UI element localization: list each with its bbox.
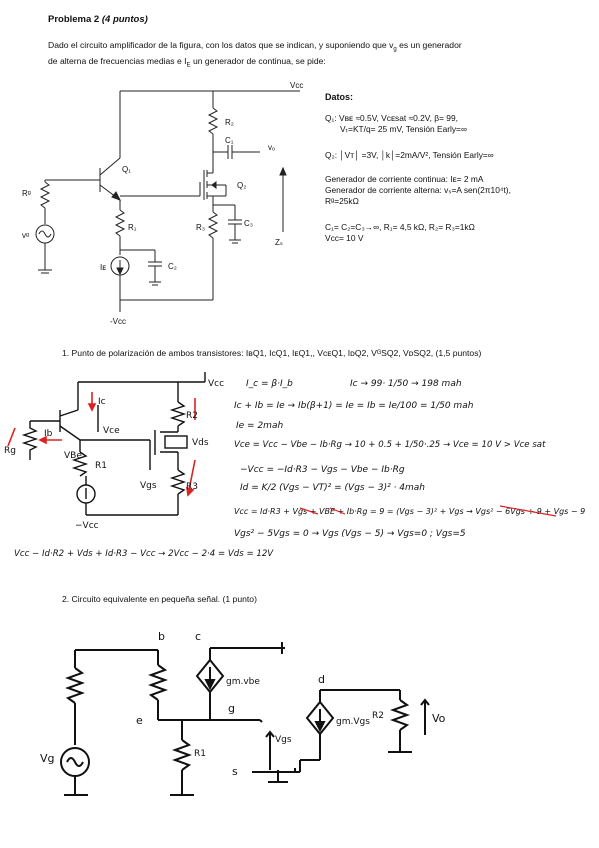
- ss-node-d: d: [318, 673, 325, 686]
- eq-ic-beta-ib: I_c = β·I_b: [246, 379, 293, 389]
- title-main: Problema 2: [48, 14, 100, 25]
- datos-gen-ac: Generador de corriente alterna: vₛ=A sen…: [325, 185, 511, 195]
- sketch-vgs: Vgs: [140, 481, 157, 491]
- intro-sub-g: g: [393, 46, 397, 53]
- label-r1: R₁: [128, 223, 137, 232]
- label-vg: vᵍ: [22, 231, 29, 240]
- ss-gm-vgs: gm.Vgs: [336, 717, 370, 727]
- eq-ic-value: Ic → 99· 1/50 → 198 mah: [350, 379, 462, 389]
- intro-line1: Dado el circuito amplificador de la figu…: [48, 40, 394, 50]
- eq-vce: Vce = Vcc − Vbe − Ib·Rg → 10 + 0.5 + 1/5…: [234, 440, 546, 450]
- datos-heading: Datos:: [325, 92, 354, 102]
- label-q1: Q₁: [122, 165, 131, 174]
- eq-id: Id = K/2 (Vgs − VT)² = (Vgs − 3)² · 4mah: [240, 483, 425, 493]
- label-r2: R₂: [225, 118, 234, 127]
- label-ie: Iᴇ: [100, 263, 106, 272]
- sketch-r3: R3: [186, 482, 198, 492]
- ss-r1: R1: [194, 749, 206, 759]
- ss-vo: Vo: [432, 712, 446, 725]
- ss-node-e: e: [136, 714, 143, 727]
- sketch-minus-vcc: −Vcc: [75, 521, 99, 531]
- sketch-r1: R1: [95, 461, 107, 471]
- eq-vcc-sum: Vcc = Id·R3 + Vgs + VBE + Ib·Rg = 9 = (V…: [234, 507, 585, 516]
- ss-node-c: c: [195, 630, 201, 643]
- ss-r2: R2: [372, 711, 384, 721]
- sketch-vds: Vds: [192, 438, 209, 448]
- intro-sub-e: E: [186, 62, 191, 69]
- circuit-labels: Vᴄᴄ R₂ C₁ vₒ Q₁ Q₂ Rᵍ vᵍ R₁ R₃ C₃ Zₛ Iᴇ …: [22, 81, 303, 326]
- label-c2: C₂: [168, 262, 177, 271]
- eq-minus-vcc: −Vcc = −Id·R3 − Vgs − Vbe − Ib·Rg: [240, 465, 405, 475]
- label-q2: Q₂: [237, 181, 246, 190]
- sketch-rg: Rg: [4, 446, 16, 456]
- problem-statement: Dado el circuito amplificador de la figu…: [48, 40, 558, 71]
- ss-node-s: s: [232, 765, 238, 778]
- handwritten-strikes: [299, 505, 557, 517]
- eq-ie: Ie = 2mah: [236, 421, 283, 431]
- sketch-vcc: Vcc: [208, 379, 224, 389]
- label-c1: C₁: [225, 136, 234, 145]
- ss-node-b: b: [158, 630, 165, 643]
- datos-q1-line2: Vₜ=KT/q= 25 mV, Tensión Early=∞: [340, 124, 467, 134]
- small-signal-circuit: [60, 642, 430, 796]
- sketch-vbe: VBe: [64, 451, 82, 461]
- eq-ic-ib-ie: Ic + Ib = Ie → Ib(β+1) = Ie = Ib = Ie/10…: [234, 401, 474, 411]
- datos-rg: Rᵍ=25kΩ: [325, 196, 359, 206]
- handwritten-equations: I_c = β·I_b Ic → 99· 1/50 → 198 mah Ic +…: [14, 379, 585, 559]
- intro-line2b: un generador de continua, se pide:: [190, 55, 326, 66]
- title-points: (4 puntos): [101, 14, 148, 25]
- eq-vds: Vcc − Id·R2 + Vds + Id·R3 − Vcc → 2Vcc −…: [14, 549, 274, 559]
- sketch-vce: Vce: [103, 426, 120, 436]
- sketch-ic: Ic: [98, 397, 106, 407]
- sketch-ib: Ib: [44, 429, 53, 439]
- label-zs: Zₛ: [275, 238, 283, 247]
- label-minus-vcc: -Vᴄᴄ: [110, 317, 126, 326]
- datos-vcc: Vᴄᴄ= 10 V: [325, 233, 364, 243]
- datos-components: C₁= C₂=C₃→∞, R₁= 4,5 kΩ, R₂= R₃=1kΩ: [325, 222, 475, 232]
- intro-line1b: es un generador: [396, 40, 462, 50]
- ss-vg: Vg: [40, 752, 55, 765]
- label-vo: vₒ: [268, 143, 275, 152]
- intro-line2a: de alterna de frecuencias medias e I: [48, 55, 187, 66]
- eq-quadratic: Vgs² − 5Vgs = 0 → Vgs (Vgs − 5) → Vgs=0 …: [234, 529, 466, 539]
- label-rg: Rᵍ: [22, 189, 31, 198]
- datos-q2: Q₂: │Vᴛ│ =3V, │k│=2mA/V², Tensión Early=…: [325, 150, 494, 160]
- small-signal-labels: b c e g s d gm.vbe gm.Vgs Vgs Vg R1 R2 V…: [40, 630, 446, 778]
- ss-gm-vbe: gm.vbe: [226, 677, 260, 687]
- sketch-labels: Vcc Ic Ib Vce VBe Rg R1 R2 R3 Vds Vgs −V…: [4, 379, 224, 531]
- datos-gen-dc: Generador de corriente continua: Iᴇ= 2 m…: [325, 174, 484, 184]
- ss-vgs: Vgs: [275, 735, 292, 745]
- label-r3: R₃: [196, 223, 205, 232]
- handwritten-red-arrows: [7, 392, 196, 497]
- circuit-schematic: [35, 90, 300, 312]
- sketch-r2: R2: [186, 411, 198, 421]
- label-c3: C₃: [244, 219, 253, 228]
- datos-q1-line1: Q₁: Vʙᴇ ≈0.5V, Vᴄᴇsat ≈0.2V, β= 99,: [325, 113, 458, 123]
- label-vcc: Vᴄᴄ: [290, 81, 303, 90]
- handwritten-sketch: [21, 372, 206, 516]
- ss-node-g: g: [228, 702, 235, 715]
- question-1: 1. Punto de polarización de ambos transi…: [62, 348, 482, 358]
- question-2: 2. Circuito equivalente en pequeña señal…: [62, 594, 257, 604]
- problem-title: Problema 2 (4 puntos): [48, 14, 148, 25]
